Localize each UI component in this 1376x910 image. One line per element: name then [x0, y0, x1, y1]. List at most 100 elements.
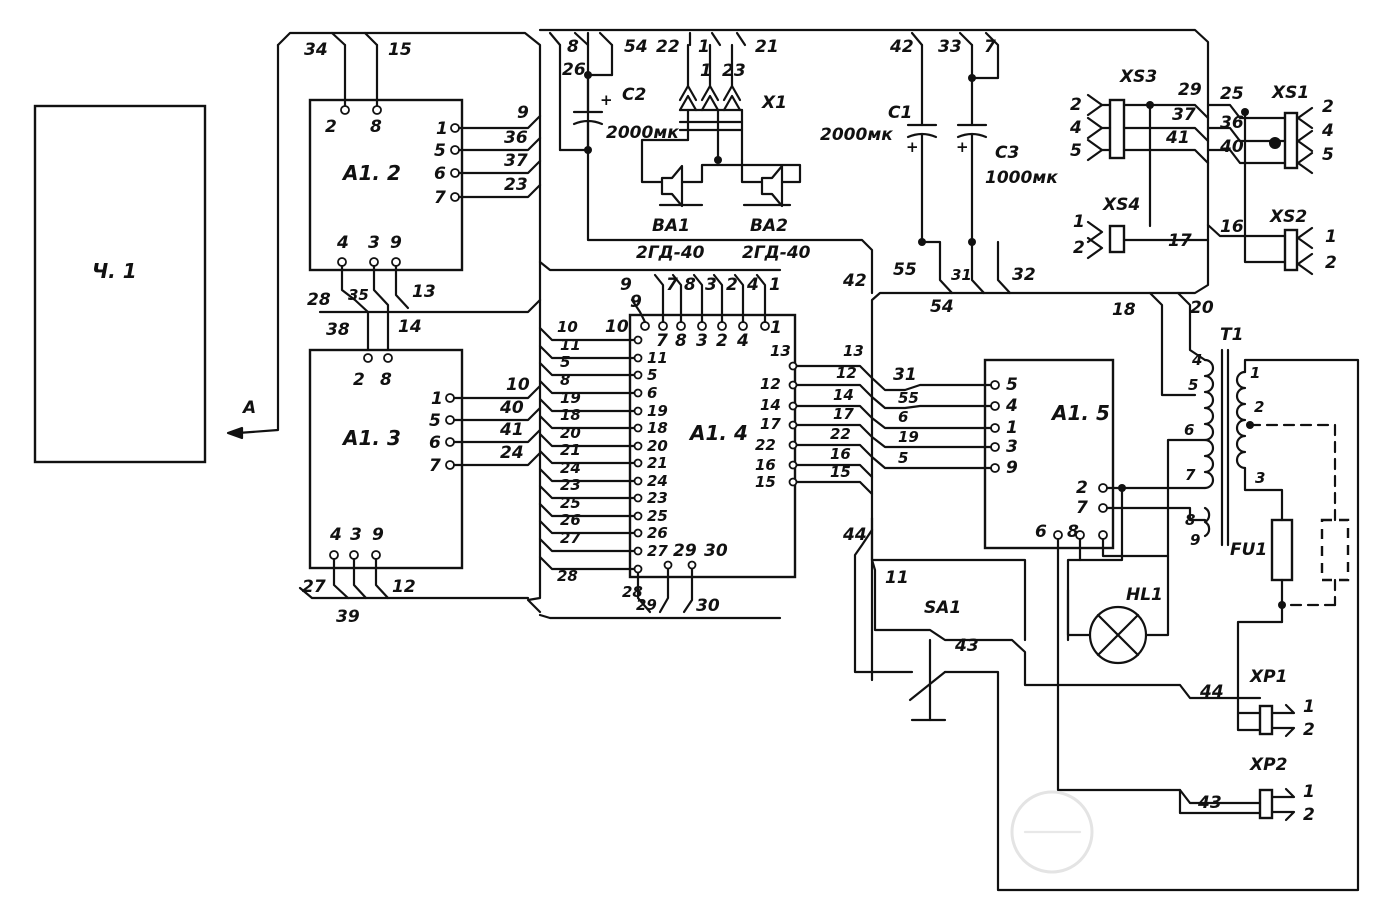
plug-xp1: XP1 44 1 2 — [1199, 667, 1315, 740]
wire-label: 23 — [560, 476, 581, 494]
wire-label: 27 — [560, 529, 581, 547]
wire-label: 43 — [954, 636, 979, 656]
pin-label: 27 — [647, 542, 668, 560]
pin-label: 7 — [656, 331, 668, 351]
wire-label: 15 — [388, 40, 412, 60]
wire-label: 2 — [726, 275, 738, 295]
pin-label: 6 — [429, 433, 441, 453]
wire-label: 12 — [836, 364, 857, 382]
wire-label: 40 — [1219, 137, 1244, 157]
wire-label: 24 — [500, 443, 524, 463]
wire-label: 35 — [348, 286, 369, 304]
wire-label: 37 — [1172, 105, 1196, 125]
wire-label: 42 — [842, 271, 867, 291]
wire-label: 28 — [307, 290, 331, 310]
top-wire-labels: 34 15 8 54 26 22 1 21 42 33 7 — [304, 31, 996, 154]
pin-label: 20 — [647, 437, 668, 455]
xp1-label: XP1 — [1249, 667, 1287, 687]
pin-label: 4 — [329, 525, 342, 545]
x1-label: X1 — [761, 93, 787, 113]
xs4-label: XS4 — [1102, 195, 1140, 215]
wire-label: 28 — [557, 567, 578, 585]
pin-label: 6 — [647, 384, 657, 402]
capacitor-c3: + C3 1000мк — [956, 31, 1058, 244]
pin-label: 5 — [434, 141, 446, 161]
wire-label: 6 — [898, 408, 908, 426]
module-a13-label: A1. 3 — [341, 426, 401, 450]
pin-label: 6 — [1035, 522, 1047, 542]
pin-label: 2 — [716, 331, 728, 351]
t1-pin: 1 — [1250, 364, 1260, 382]
c3-label: C3 — [995, 143, 1019, 163]
xs1-label: XS1 — [1271, 83, 1309, 103]
wire-label: 21 — [755, 37, 779, 57]
capacitor-bottom-wires: 55 31 32 54 42 — [842, 238, 1036, 317]
xs-pin: 2 — [1325, 253, 1337, 273]
wire-label: 36 — [504, 128, 528, 148]
pin-label: 10 — [605, 317, 629, 337]
t1-pin: 5 — [1188, 376, 1198, 394]
pin-label: 8 — [675, 331, 687, 351]
module-a12-label: A1. 2 — [341, 161, 401, 185]
arrow-a-label: A — [241, 398, 256, 418]
wire-label: 40 — [499, 398, 524, 418]
wire-label: 16 — [830, 445, 851, 463]
wire-label: 14 — [833, 386, 854, 404]
wire-label: 55 — [893, 260, 917, 280]
a14-bottom-pins: 29 30 29 30 — [636, 541, 728, 616]
main-bus-wires — [276, 28, 1210, 682]
pin-label: 22 — [755, 436, 776, 454]
xs-pin: 2 — [1073, 238, 1085, 258]
wire-label: 55 — [898, 389, 919, 407]
wire-label: 9 — [620, 275, 632, 295]
wire-label: 38 — [326, 320, 350, 340]
wire-label: 11 — [560, 336, 581, 354]
wire-label: 43 — [1197, 793, 1222, 813]
fuse-fu1: FU1 — [1230, 518, 1294, 715]
c3-value: 1000мк — [985, 168, 1058, 188]
pin-label: 3 — [368, 233, 380, 253]
wire-label: 5 — [560, 353, 570, 371]
wire-label: 10 — [557, 318, 578, 336]
pin-label: 29 — [673, 541, 697, 561]
wire-label: 11 — [885, 568, 909, 588]
wire-label: 3 — [705, 275, 717, 295]
pin-label: 6 — [434, 164, 446, 184]
wire-label: 8 — [560, 371, 570, 389]
t1-label: T1 — [1220, 325, 1243, 345]
socket-xs1: XS1 25 36 40 2 4 5 — [1206, 83, 1334, 175]
xs-pin: 2 — [1322, 97, 1334, 117]
wire-label: 1 — [700, 61, 712, 81]
pin-label: 9 — [1006, 458, 1018, 478]
pin-label: 13 — [770, 342, 791, 360]
pin-label: 7 — [429, 456, 441, 476]
wire-label: 4 — [746, 275, 759, 295]
wire-label: 26 — [560, 511, 581, 529]
pin-label: 5 — [429, 411, 441, 431]
module-a15: A1. 5 5 4 1 3 9 31 55 6 19 5 2 7 6 8 — [870, 358, 1262, 805]
xs-pin: 4 — [1069, 118, 1082, 138]
socket-xs4: XS4 1 2 17 16 — [1073, 103, 1244, 260]
t1-pin: 7 — [1185, 466, 1196, 484]
wire-label: 44 — [842, 525, 867, 545]
wire-label: 12 — [392, 577, 416, 597]
wire-label: 37 — [504, 151, 528, 171]
wire-label: 13 — [412, 282, 436, 302]
svg-text:+: + — [956, 138, 969, 156]
xp2-label: XP2 — [1249, 755, 1287, 775]
pin-label: 3 — [696, 331, 708, 351]
a14-left-pins: 11 5 6 19 18 20 21 24 23 25 26 27 28 — [538, 318, 668, 601]
wire-label: 13 — [843, 342, 864, 360]
wire-label: 19 — [560, 389, 581, 407]
wire-label: 19 — [898, 428, 919, 446]
pin-label: 7 — [434, 188, 446, 208]
ba2-label: BA2 — [750, 216, 788, 236]
wire-label: 16 — [1220, 217, 1244, 237]
pin-label: 8 — [1067, 522, 1079, 542]
pin-label: 3 — [1006, 437, 1018, 457]
wire-label: 42 — [889, 37, 914, 57]
module-block-left-label: Ч. 1 — [92, 259, 137, 283]
module-a14: A1. 4 10 7 8 3 2 4 1 9 9 7 — [538, 273, 874, 616]
pin-label: 4 — [736, 331, 749, 351]
xp-pin: 1 — [1303, 697, 1315, 717]
